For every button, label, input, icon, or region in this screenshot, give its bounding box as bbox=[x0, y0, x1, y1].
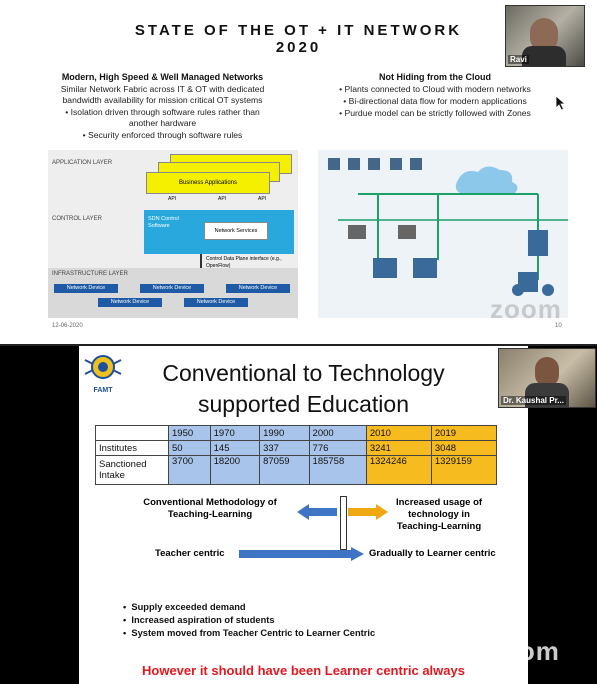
table-cell: 2010 bbox=[365, 425, 432, 441]
webcam-tile-kaushal[interactable]: Dr. Kaushal Pr... bbox=[498, 348, 596, 408]
table-cell: 776 bbox=[308, 440, 367, 456]
webcam-name-label: Ravi bbox=[508, 55, 529, 64]
top-slide-title: STATE OF THE OT + IT NETWORK bbox=[134, 22, 463, 39]
left-label-line2: Teaching-Learning bbox=[167, 509, 253, 520]
left-text-line1: Similar Network Fabric across IT & OT wi… bbox=[60, 84, 265, 94]
left-arrow-icon bbox=[297, 504, 337, 520]
table-cell: 1324246 bbox=[365, 455, 432, 485]
right-heading: Not Hiding from the Cloud bbox=[379, 72, 491, 82]
right-arrow-orange-icon bbox=[348, 504, 388, 520]
sdn-diagram: APPLICATION LAYER Business Applications … bbox=[48, 150, 298, 318]
webcam-tile-ravi[interactable]: Ravi bbox=[505, 5, 585, 67]
learner-centric-label: Gradually to Learner centric bbox=[369, 548, 496, 559]
infrastructure-layer-label: INFRASTRUCTURE LAYER bbox=[52, 271, 128, 277]
control-plane-label: Control Data Plane interface (e.g., Open… bbox=[206, 256, 282, 269]
participant-face bbox=[535, 357, 559, 387]
famt-logo: FAMT bbox=[83, 352, 123, 394]
table-cell: 1990 bbox=[259, 425, 310, 441]
table-cell: 3241 bbox=[365, 440, 432, 456]
cloud-network-diagram bbox=[318, 150, 568, 318]
control-layer-label: CONTROL LAYER bbox=[52, 216, 103, 222]
api-label-1: API bbox=[168, 196, 177, 202]
left-bullet-1a: • Isolation driven through software rule… bbox=[65, 107, 260, 117]
left-heading: Modern, High Speed & Well Managed Networ… bbox=[61, 72, 264, 82]
famt-emblem-icon bbox=[84, 355, 122, 379]
left-text-line2: bandwidth availability for mission criti… bbox=[62, 95, 263, 105]
table-cell bbox=[95, 425, 169, 441]
table-cell: Institutes bbox=[95, 440, 169, 456]
zoom-watermark-top: zoom bbox=[490, 294, 562, 324]
table-cell: 18200 bbox=[209, 455, 261, 485]
bottom-video-panel: FAMT Conventional to Technology supporte… bbox=[0, 346, 597, 684]
table-cell: 3700 bbox=[168, 455, 211, 485]
network-device-4: Network Device bbox=[98, 298, 162, 307]
teacher-centric-label: Teacher centric bbox=[155, 548, 225, 559]
bullet-item: • System moved from Teacher Centric to L… bbox=[123, 628, 376, 638]
education-stats-table: 1950 1970 1990 2000 2010 2019 Institutes… bbox=[95, 425, 498, 485]
webcam-name-label: Dr. Kaushal Pr... bbox=[501, 396, 566, 405]
sdn-control-box: SDN Control Software Network Services bbox=[144, 210, 294, 254]
participant-shirt bbox=[522, 46, 566, 66]
table-cell: 1950 bbox=[168, 425, 211, 441]
right-bullet-1: • Plants connected to Cloud with modern … bbox=[339, 84, 531, 94]
table-cell: 2000 bbox=[308, 425, 367, 441]
right-label-line2: technology in bbox=[408, 509, 470, 520]
infrastructure-band: INFRASTRUCTURE LAYER Network Device Netw… bbox=[48, 268, 298, 318]
control-plane-arrow bbox=[200, 254, 202, 280]
left-label-line1: Conventional Methodology of bbox=[143, 497, 277, 508]
table-cell: 50 bbox=[168, 440, 211, 456]
top-slide-year: 2020 bbox=[275, 39, 322, 56]
mouse-cursor-icon bbox=[555, 95, 567, 111]
network-device-2: Network Device bbox=[140, 284, 204, 293]
table-cell: 1329159 bbox=[430, 455, 498, 485]
api-label-2: API bbox=[218, 196, 227, 202]
application-layer-label: APPLICATION LAYER bbox=[52, 160, 113, 166]
table-cell: 185758 bbox=[308, 455, 367, 485]
network-device-5: Network Device bbox=[184, 298, 248, 307]
right-bullet-2: • Bi-directional data flow for modern ap… bbox=[343, 96, 527, 106]
left-bullet-2: • Security enforced through software rul… bbox=[82, 130, 243, 140]
network-device-3: Network Device bbox=[226, 284, 290, 293]
left-bullet-1b: another hardware bbox=[128, 118, 197, 128]
top-video-panel: STATE OF THE OT + IT NETWORK 2020 Ravi M… bbox=[0, 5, 597, 346]
bullet-item: • Supply exceeded demand bbox=[123, 602, 246, 612]
network-device-1: Network Device bbox=[54, 284, 118, 293]
bottom-slide-title-line1: Conventional to Technology bbox=[162, 360, 445, 386]
table-cell: 2019 bbox=[430, 425, 498, 441]
table-cell: 87059 bbox=[259, 455, 310, 485]
table-cell: Sanctioned Intake bbox=[95, 455, 169, 485]
participant-shirt bbox=[525, 383, 569, 407]
bottom-slide-title-line2: supported Education bbox=[198, 391, 409, 417]
famt-logo-text: FAMT bbox=[93, 387, 113, 394]
business-applications-box: Business Applications bbox=[146, 172, 270, 194]
bullet-item: • Increased aspiration of students bbox=[123, 615, 275, 625]
slide-page-number: 10 bbox=[555, 323, 562, 329]
right-bullet-3: • Purdue model can be strictly followed … bbox=[339, 108, 531, 118]
table-header-row: 1950 1970 1990 2000 2010 2019 bbox=[95, 425, 498, 441]
zoom-watermark-bottom: zoom bbox=[488, 636, 560, 666]
long-right-arrow-icon bbox=[239, 547, 364, 561]
network-services-box: Network Services bbox=[204, 222, 268, 240]
conclusion-text: However it should have been Learner cent… bbox=[142, 663, 465, 678]
divider-bar bbox=[340, 496, 347, 550]
table-cell: 337 bbox=[259, 440, 310, 456]
table-cell: 145 bbox=[209, 440, 261, 456]
increased-technology-label: Increased usage of technology in Teachin… bbox=[389, 497, 489, 533]
right-label-line1: Increased usage of bbox=[395, 497, 483, 508]
slide-date: 12-06-2020 bbox=[52, 323, 83, 329]
table-cell: 3048 bbox=[430, 440, 498, 456]
table-cell: 1970 bbox=[209, 425, 261, 441]
table-row: Institutes 50 145 337 776 3241 3048 bbox=[95, 440, 498, 456]
sdn-control-label: SDN Control Software bbox=[148, 216, 179, 229]
api-label-3: API bbox=[258, 196, 267, 202]
right-label-line3: Teaching-Learning bbox=[396, 521, 482, 532]
conventional-methodology-label: Conventional Methodology of Teaching-Lea… bbox=[135, 497, 285, 521]
table-row: Sanctioned Intake 3700 18200 87059 18575… bbox=[95, 455, 498, 485]
bottom-slide: FAMT Conventional to Technology supporte… bbox=[79, 346, 528, 684]
